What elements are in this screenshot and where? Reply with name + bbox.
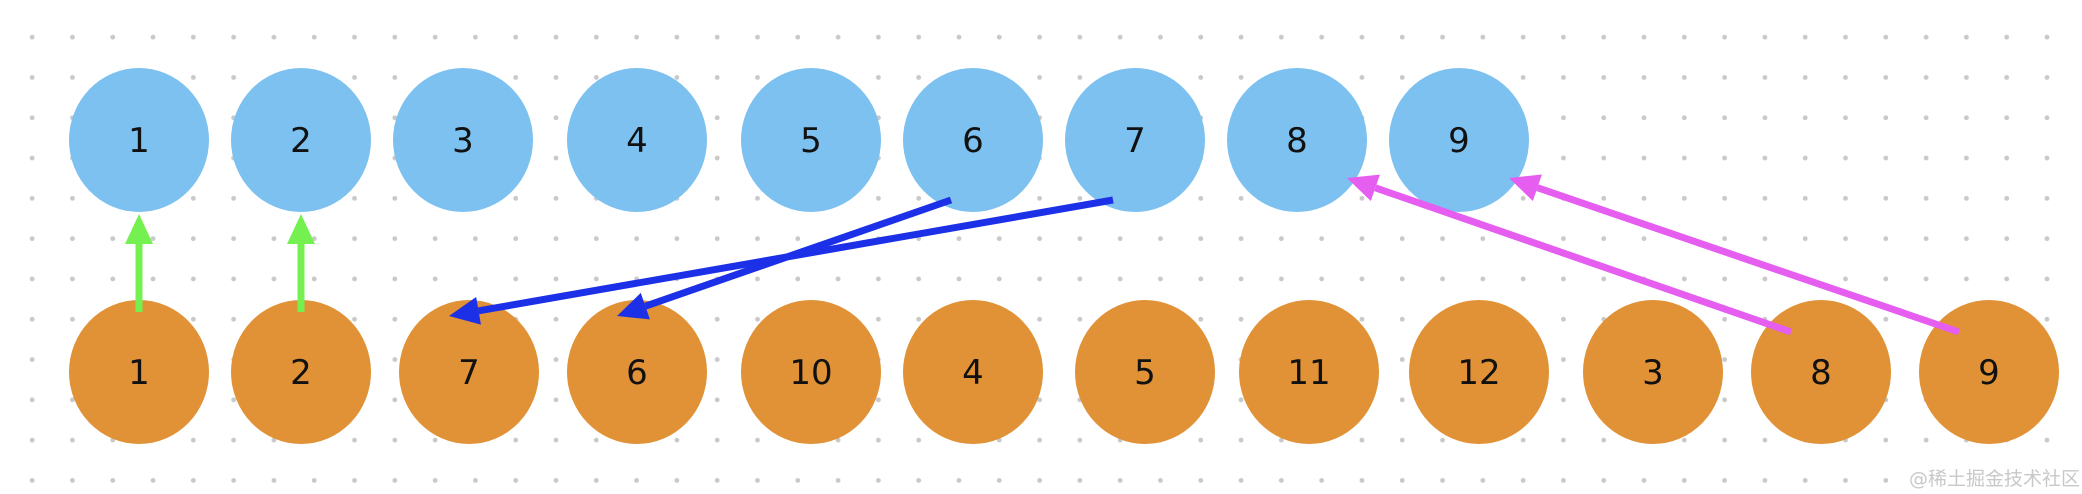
- bottom-node-circle: [1583, 300, 1723, 444]
- top-node-circle: [393, 68, 533, 212]
- top-node-4: 4: [567, 68, 707, 212]
- arrow-layer: [125, 174, 1961, 336]
- arrow-6: [1509, 174, 1961, 336]
- top-node-circle: [1227, 68, 1367, 212]
- bottom-node-label: 3: [1642, 353, 1664, 393]
- top-node-2: 2: [231, 68, 371, 212]
- bottom-node-circle: [69, 300, 209, 444]
- bottom-node-2: 2: [231, 300, 371, 444]
- top-node-label: 6: [962, 121, 984, 161]
- watermark: @稀土掘金技术社区: [1906, 464, 2082, 491]
- top-node-circle: [231, 68, 371, 212]
- top-node-label: 8: [1286, 121, 1308, 161]
- top-node-circle: [741, 68, 881, 212]
- top-node-label: 2: [290, 121, 312, 161]
- bottom-node-5: 5: [1075, 300, 1215, 444]
- top-node-label: 9: [1448, 121, 1470, 161]
- bottom-node-circle: [903, 300, 1043, 444]
- arrow-shaft: [477, 196, 1114, 315]
- bottom-node-12: 12: [1409, 300, 1549, 444]
- arrow-5: [1347, 174, 1793, 336]
- bottom-node-circle: [1409, 300, 1549, 444]
- top-node-label: 4: [626, 121, 648, 161]
- top-node-8: 8: [1227, 68, 1367, 212]
- top-node-circle: [1389, 68, 1529, 212]
- top-node-circle: [69, 68, 209, 212]
- bottom-node-label: 1: [128, 353, 150, 393]
- arrow-shaft: [1536, 184, 1961, 336]
- arrow-2: [287, 214, 315, 312]
- bottom-node-circle: [1239, 300, 1379, 444]
- bottom-node-3: 3: [1583, 300, 1723, 444]
- bottom-node-8: 8: [1751, 300, 1891, 444]
- bottom-node-11: 11: [1239, 300, 1379, 444]
- top-node-label: 7: [1124, 121, 1146, 161]
- arrow-head: [449, 297, 481, 325]
- bottom-node-label: 5: [1134, 353, 1156, 393]
- bottom-node-7: 7: [399, 300, 539, 444]
- bottom-node-4: 4: [903, 300, 1043, 444]
- bottom-node-circle: [567, 300, 707, 444]
- bottom-node-label: 7: [458, 353, 480, 393]
- bottom-node-label: 12: [1457, 353, 1500, 393]
- arrow-4: [449, 196, 1114, 325]
- top-node-circle: [567, 68, 707, 212]
- bottom-node-circle: [741, 300, 881, 444]
- bottom-node-label: 10: [789, 353, 832, 393]
- bottom-node-10: 10: [741, 300, 881, 444]
- top-node-7: 7: [1065, 68, 1205, 212]
- bottom-node-6: 6: [567, 300, 707, 444]
- bottom-node-circle: [399, 300, 539, 444]
- arrow-head: [617, 292, 650, 320]
- arrow-1: [125, 214, 153, 312]
- top-node-3: 3: [393, 68, 533, 212]
- bottom-node-label: 9: [1978, 353, 2000, 393]
- top-node-1: 1: [69, 68, 209, 212]
- top-node-circle: [1065, 68, 1205, 212]
- top-node-label: 5: [800, 121, 822, 161]
- top-node-9: 9: [1389, 68, 1529, 212]
- bottom-node-label: 6: [626, 353, 648, 393]
- bottom-node-circle: [1919, 300, 2059, 444]
- top-node-label: 1: [128, 121, 150, 161]
- top-node-label: 3: [452, 121, 474, 161]
- bottom-node-9: 9: [1919, 300, 2059, 444]
- bottom-node-circle: [231, 300, 371, 444]
- arrow-head: [1347, 174, 1380, 202]
- bottom-node-label: 8: [1810, 353, 1832, 393]
- top-node-circle: [903, 68, 1043, 212]
- bottom-node-label: 2: [290, 353, 312, 393]
- arrow-head: [287, 214, 315, 244]
- arrow-head: [125, 214, 153, 244]
- arrow-head: [1509, 174, 1542, 201]
- bottom-node-circle: [1075, 300, 1215, 444]
- bottom-node-label: 11: [1287, 353, 1330, 393]
- top-node-5: 5: [741, 68, 881, 212]
- bottom-node-label: 4: [962, 353, 984, 393]
- bottom-node-1: 1: [69, 300, 209, 444]
- arrow-shaft: [1374, 184, 1793, 336]
- top-node-6: 6: [903, 68, 1043, 212]
- bottom-node-circle: [1751, 300, 1891, 444]
